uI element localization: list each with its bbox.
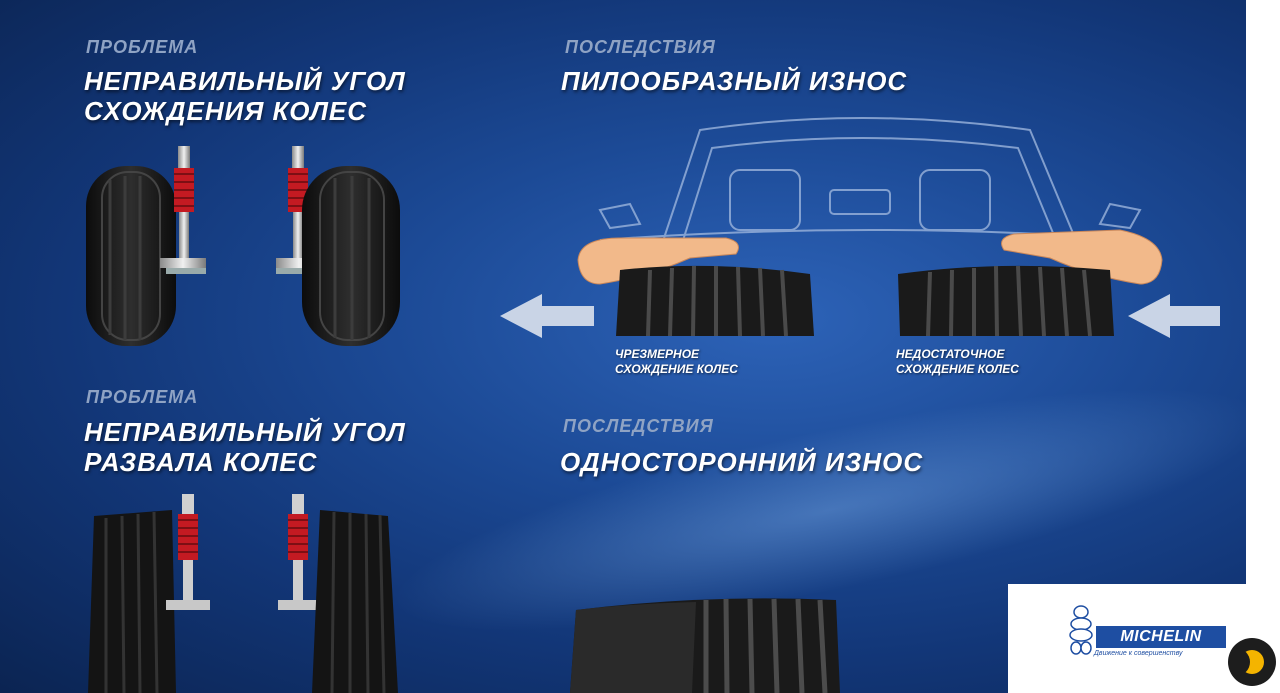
caption-insufficient-line2: СХОЖДЕНИЕ КОЛЕС — [896, 362, 1019, 376]
camber-title: НЕПРАВИЛЬНЫЙ УГОЛ РАЗВАЛА КОЛЕС — [84, 417, 406, 477]
onesided-kicker: ПОСЛЕДСТВИЯ — [563, 416, 714, 436]
sawtooth-kicker: ПОСЛЕДСТВИЯ — [565, 37, 716, 57]
caption-insufficient-line1: НЕДОСТАТОЧНОЕ — [896, 347, 1005, 361]
camber-title-line2: РАЗВАЛА КОЛЕС — [84, 447, 318, 477]
toe-wheels-illustration — [86, 146, 400, 346]
blue-panel — [0, 0, 1246, 693]
tire-icon — [898, 265, 1114, 337]
tire-icon — [302, 166, 400, 346]
camber-wheels-illustration — [88, 494, 398, 693]
tire-icon — [616, 265, 814, 337]
shock-absorber-icon — [166, 494, 210, 610]
michelin-wordmark: MICHELIN — [1096, 626, 1226, 648]
hand-icon — [577, 237, 739, 285]
caption-insufficient-toe: НЕДОСТАТОЧНОЕ СХОЖДЕНИЕ КОЛЕС — [896, 347, 1019, 377]
shock-absorber-icon — [160, 146, 206, 274]
toe-title: НЕПРАВИЛЬНЫЙ УГОЛ СХОЖДЕНИЯ КОЛЕС — [84, 66, 406, 126]
caption-excessive-line1: ЧРЕЗМЕРНОЕ — [615, 347, 700, 361]
toe-title-line1: НЕПРАВИЛЬНЫЙ УГОЛ — [84, 66, 406, 96]
sawtooth-title: ПИЛООБРАЗНЫЙ ИЗНОС — [561, 66, 908, 96]
tire-icon — [570, 598, 840, 693]
shock-absorber-icon — [278, 494, 322, 610]
sawtooth-illustration — [500, 117, 1220, 338]
tire-icon — [86, 166, 176, 346]
toe-title-line2: СХОЖДЕНИЯ КОЛЕС — [84, 96, 368, 126]
car-outline-icon — [598, 117, 1142, 251]
tire-icon — [88, 510, 176, 693]
toe-kicker: ПРОБЛЕМА — [86, 37, 199, 57]
hand-icon — [1001, 229, 1163, 285]
camber-kicker: ПРОБЛЕМА — [86, 387, 199, 407]
watermark-cut — [1234, 648, 1250, 676]
corner-watermark-logo — [1228, 638, 1276, 686]
caption-excessive-line2: СХОЖДЕНИЕ КОЛЕС — [615, 362, 738, 376]
arrow-left-icon — [500, 294, 594, 338]
michelin-man-icon — [1069, 605, 1093, 655]
camber-title-line1: НЕПРАВИЛЬНЫЙ УГОЛ — [84, 417, 406, 447]
caption-excessive-toe: ЧРЕЗМЕРНОЕ СХОЖДЕНИЕ КОЛЕС — [615, 347, 738, 377]
michelin-tagline: Движение к совершенству — [1094, 650, 1183, 657]
onesided-title: ОДНОСТОРОННИЙ ИЗНОС — [560, 447, 924, 477]
arrow-left-icon — [1128, 294, 1220, 338]
onesided-tire-illustration — [570, 598, 840, 693]
tire-icon — [312, 510, 398, 693]
